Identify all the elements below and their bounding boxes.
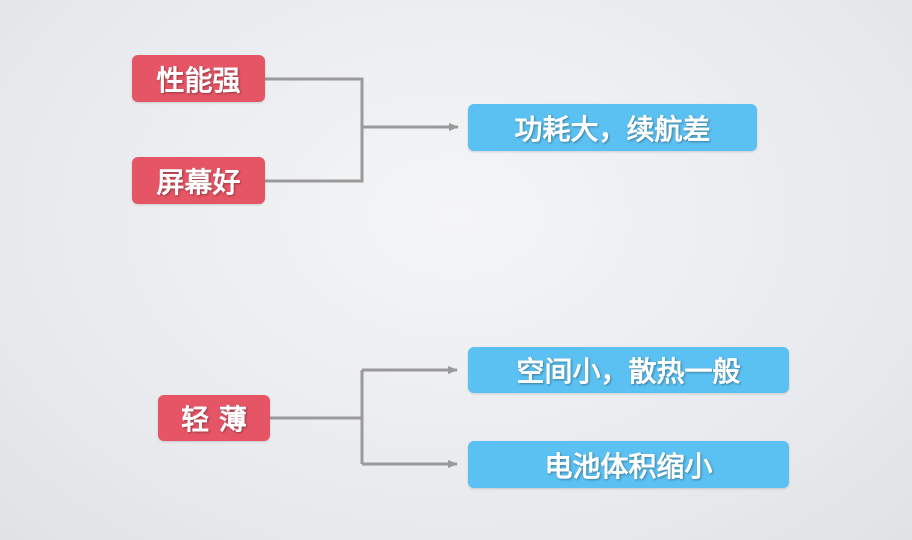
cause-screen: 屏幕好 (132, 157, 265, 204)
connector-line (265, 77, 364, 183)
cause-thin-light: 轻 薄 (158, 395, 270, 441)
effect-space-heat: 空间小，散热一般 (468, 347, 789, 393)
cause-performance: 性能强 (132, 55, 265, 102)
effect-power-battery: 功耗大，续航差 (468, 104, 757, 151)
effect-battery-size: 电池体积缩小 (468, 441, 789, 488)
